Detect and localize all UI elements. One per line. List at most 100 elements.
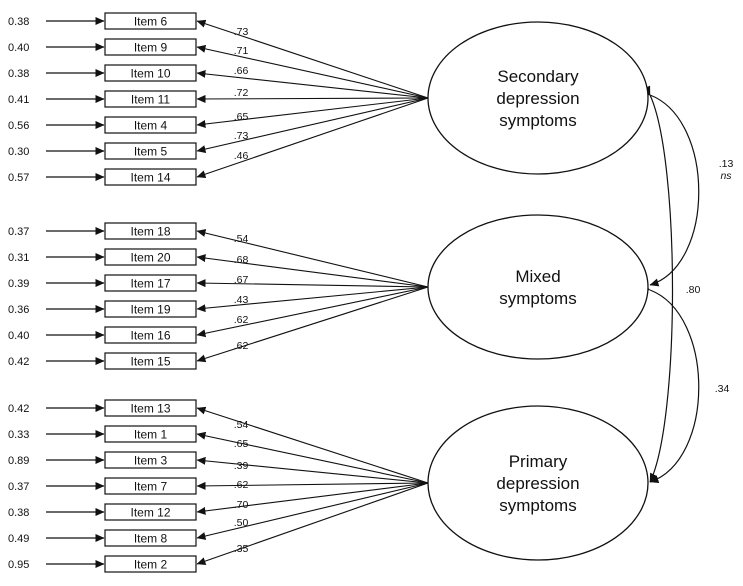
item-label: Item 15 <box>130 355 170 369</box>
item-box <box>104 142 197 160</box>
error-variance-label: 0.42 <box>8 403 29 415</box>
error-variance-label: 0.49 <box>8 533 29 545</box>
error-variance-label: 0.95 <box>8 559 29 571</box>
loading-arrow <box>196 69 429 99</box>
factor-loading-label: .70 <box>234 499 249 511</box>
correlation-arrow <box>642 85 674 483</box>
loading-arrow <box>196 406 429 484</box>
item-label: Item 14 <box>130 171 170 185</box>
error-variance-label: 0.42 <box>8 356 29 368</box>
item-box <box>104 222 197 240</box>
item-box <box>104 274 197 292</box>
latent-factors: SecondarydepressionsymptomsMixedsymptoms… <box>427 21 649 561</box>
correlation-note: ns <box>720 170 732 182</box>
item-label: Item 11 <box>131 93 170 107</box>
item-label: Item 3 <box>134 454 168 468</box>
factor-loading-label: .50 <box>234 517 249 529</box>
item-label: Item 2 <box>134 558 168 572</box>
item-box <box>104 477 197 495</box>
factor-loading-label: .62 <box>234 479 249 491</box>
item-label: Item 6 <box>134 15 168 29</box>
factor-label-line: Mixed <box>515 267 560 286</box>
item-box <box>104 116 197 134</box>
item-box <box>104 168 197 186</box>
error-variance-label: 0.89 <box>8 455 29 467</box>
factor-loading-label: .62 <box>234 314 249 326</box>
item-label: Item 16 <box>130 329 170 343</box>
loading-arrow <box>196 279 429 288</box>
item-box <box>104 248 197 266</box>
factor-label-line: depression <box>496 474 579 493</box>
factor-label-line: symptoms <box>499 496 576 515</box>
error-variance-label: 0.33 <box>8 429 29 441</box>
item-box <box>104 555 197 573</box>
error-variance-label: 0.30 <box>8 146 29 158</box>
factor-loading-label: .67 <box>234 274 249 286</box>
item-box <box>104 425 197 443</box>
loading-arrow <box>196 44 429 99</box>
item-box <box>104 300 197 318</box>
loading-arrow <box>196 482 429 565</box>
factor-label-line: symptoms <box>499 289 576 308</box>
error-variance-label: 0.38 <box>8 16 29 28</box>
error-variance-label: 0.38 <box>8 68 29 80</box>
factor-loading-label: .71 <box>234 45 249 57</box>
item-box <box>104 503 197 521</box>
factor-label-line: Secondary <box>497 67 579 86</box>
factor-loading-label: .46 <box>234 150 249 162</box>
error-variance-label: 0.36 <box>8 304 29 316</box>
item-box <box>104 90 197 108</box>
factor-loading-label: .54 <box>234 419 249 431</box>
item-label: Item 1 <box>134 428 168 442</box>
item-label: Item 17 <box>130 277 170 291</box>
item-label: Item 12 <box>130 506 170 520</box>
error-variance-label: 0.37 <box>8 481 29 493</box>
error-variance-label: 0.57 <box>8 172 29 184</box>
error-variance-label: 0.39 <box>8 278 29 290</box>
loading-arrow <box>196 481 429 490</box>
factor-loading-label: .68 <box>234 254 249 266</box>
item-label: Item 8 <box>134 532 168 546</box>
error-variance-label: 0.40 <box>8 42 29 54</box>
item-box <box>104 12 197 30</box>
item-box <box>104 38 197 56</box>
error-variance-label: 0.31 <box>8 252 29 264</box>
item-label: Item 5 <box>134 145 168 159</box>
factor-loading-label: .39 <box>234 460 249 472</box>
factor-loading-label: .65 <box>234 438 249 450</box>
correlation-arrow <box>640 283 700 484</box>
item-box <box>104 326 197 344</box>
factor-loading-label: .65 <box>234 111 249 123</box>
correlation-label: .80 <box>686 284 701 296</box>
loading-arrow <box>196 229 429 288</box>
item-box <box>104 529 197 547</box>
factor-ellipse <box>427 21 649 175</box>
correlation-label: .13 <box>719 158 734 170</box>
loading-arrow <box>196 97 429 179</box>
loading-arrow <box>196 482 429 515</box>
error-variance-label: 0.41 <box>8 94 29 106</box>
loading-arrow <box>196 286 429 338</box>
item-label: Item 13 <box>130 402 170 416</box>
loading-arrow <box>196 456 429 484</box>
loading-arrow <box>196 94 429 103</box>
factor-loading-label: .73 <box>234 130 249 142</box>
factor-label-line: symptoms <box>499 111 576 130</box>
correlation-arrow <box>640 88 700 287</box>
factor-loading-label: .43 <box>234 294 249 306</box>
item-box <box>104 64 197 82</box>
factor-ellipse <box>427 214 649 360</box>
loading-arrow <box>196 97 429 128</box>
loading-arrow <box>196 97 429 153</box>
loading-arrow <box>196 19 429 99</box>
item-box <box>104 352 197 370</box>
factor-loading-label: .66 <box>234 65 249 77</box>
error-variance-label: 0.38 <box>8 507 29 519</box>
loading-arrow <box>196 286 429 363</box>
item-label: Item 7 <box>134 480 168 494</box>
